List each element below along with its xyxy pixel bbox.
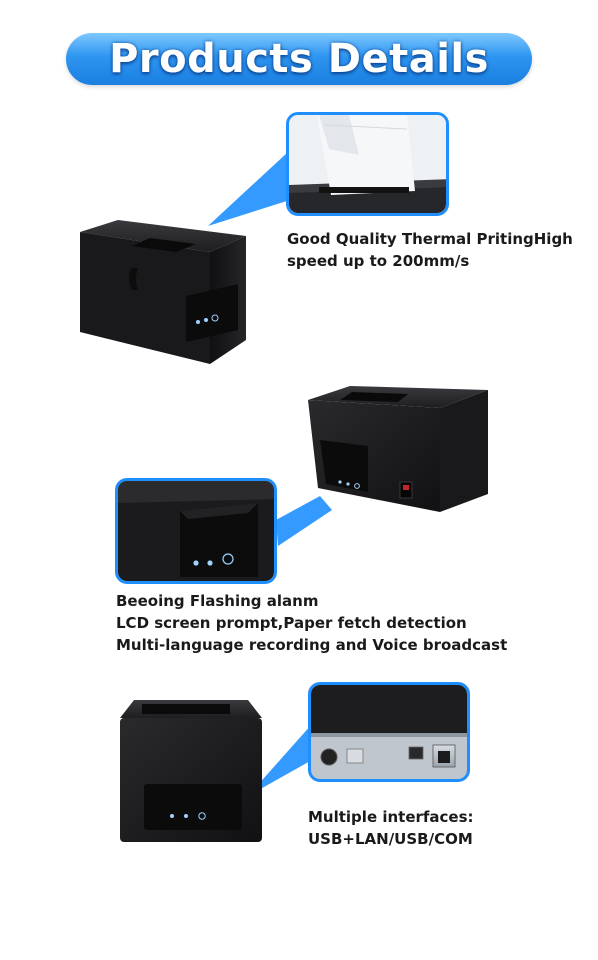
caption-line: USB+LAN/USB/COM xyxy=(308,830,473,848)
callout-beam-1 xyxy=(208,152,290,226)
caption-line: Multiple interfaces: xyxy=(308,808,474,826)
printer-image-2 xyxy=(308,386,488,512)
banner-title: Products Details xyxy=(109,36,489,82)
control-panel-closeup xyxy=(115,478,277,584)
callout-beam-3 xyxy=(248,724,312,796)
printer-image-3 xyxy=(120,700,262,842)
caption-line: LCD screen prompt,Paper fetch detection xyxy=(116,614,467,632)
feature-caption-3: Multiple interfaces: USB+LAN/USB/COM xyxy=(308,806,474,850)
caption-line: Good Quality Thermal PritingHigh xyxy=(287,230,573,248)
feature-caption-2: Beeoing Flashing alanm LCD screen prompt… xyxy=(116,590,507,656)
caption-line: Beeoing Flashing alanm xyxy=(116,592,319,610)
printer-image-1 xyxy=(80,220,246,364)
feature-caption-1: Good Quality Thermal PritingHigh speed u… xyxy=(287,228,573,272)
caption-line: speed up to 200mm/s xyxy=(287,252,470,270)
paper-output-closeup xyxy=(286,112,449,216)
callout-beam-2 xyxy=(276,496,332,546)
interface-ports-closeup xyxy=(308,682,470,782)
caption-line: Multi-language recording and Voice broad… xyxy=(116,636,508,654)
products-details-banner: Products Details xyxy=(66,33,532,85)
